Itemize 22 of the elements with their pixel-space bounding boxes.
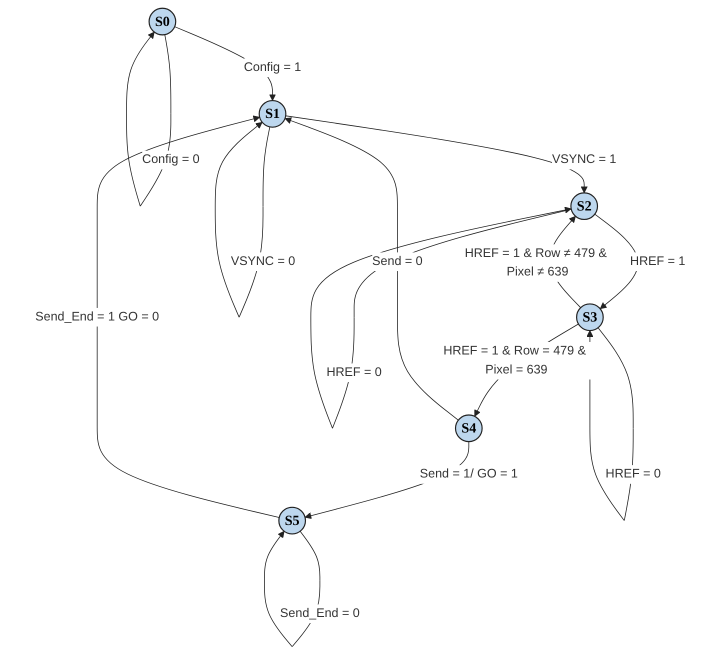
edge-label: HREF = 0	[605, 467, 661, 481]
edge-label: Send = 0	[372, 254, 422, 268]
edge-label: HREF = 0	[326, 366, 382, 380]
arrow	[285, 115, 588, 194]
edge-label: HREF = 1	[630, 254, 686, 268]
edge-label: HREF = 1 & Row ≠ 479 & Pixel ≠ 639	[464, 246, 607, 279]
edge-label: Config = 1	[244, 60, 301, 74]
edge-label: VSYNC = 1	[552, 152, 616, 166]
node-circle: S4	[454, 414, 482, 442]
arrow	[96, 116, 280, 518]
node-circle: S3	[576, 303, 604, 332]
arrow	[284, 117, 458, 421]
edge-label: VSYNC = 0	[230, 254, 295, 268]
node-circle: S1	[258, 100, 286, 128]
node-circle: S2	[570, 192, 598, 220]
node-circle: S0	[148, 8, 176, 36]
edge-label: HREF = 1 & Row = 479 & Pixel = 639	[443, 344, 586, 376]
edge-label: Config = 0	[142, 152, 200, 166]
node-circle: S5	[278, 506, 306, 534]
edge-label: Send_End = 0	[280, 606, 360, 620]
edge-label: Send = 1/ GO = 1	[419, 467, 518, 481]
edge-label: Send_End = 1 GO = 0	[34, 310, 159, 324]
